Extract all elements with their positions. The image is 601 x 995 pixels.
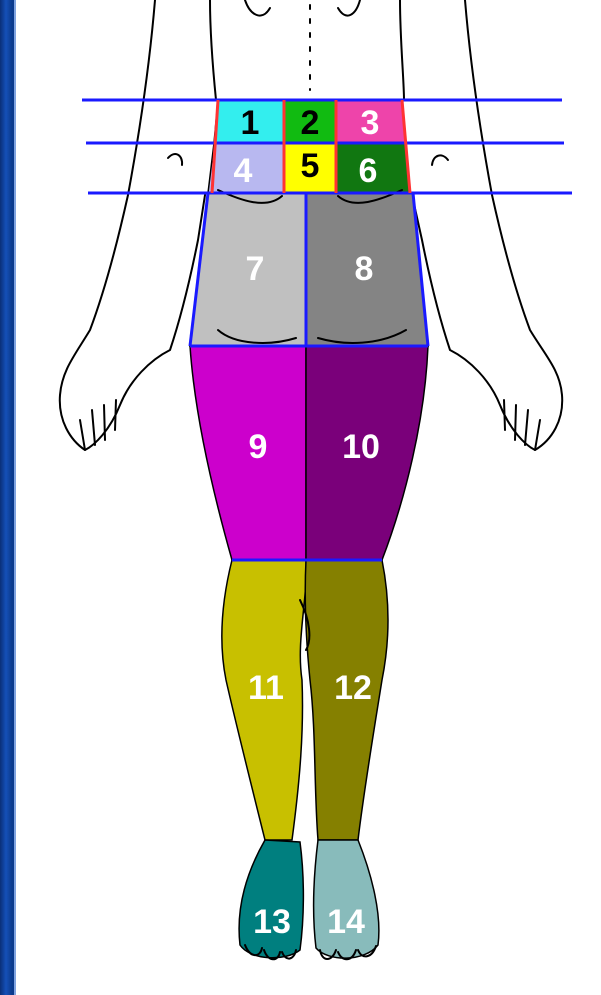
left-arm-outline — [60, 0, 205, 450]
neck-outline — [245, 0, 360, 16]
label-3: 3 — [361, 104, 380, 142]
label-11: 11 — [248, 669, 284, 707]
label-13: 13 — [253, 903, 291, 941]
label-8: 8 — [355, 250, 374, 288]
label-10: 10 — [342, 428, 380, 466]
label-7: 7 — [246, 250, 265, 288]
right-waist-outline — [400, 0, 404, 100]
label-6: 6 — [359, 152, 378, 190]
label-4: 4 — [234, 152, 253, 190]
label-12: 12 — [334, 669, 372, 707]
regions-layer — [190, 100, 428, 958]
label-1: 1 — [241, 104, 260, 142]
left-elbow-crease — [168, 154, 182, 165]
label-9: 9 — [249, 428, 268, 466]
label-2: 2 — [301, 104, 320, 142]
left-waist-outline — [210, 0, 216, 100]
label-14: 14 — [327, 903, 365, 941]
right-elbow-crease — [432, 155, 448, 165]
right-arm-outline — [412, 0, 562, 450]
label-5: 5 — [301, 147, 320, 185]
